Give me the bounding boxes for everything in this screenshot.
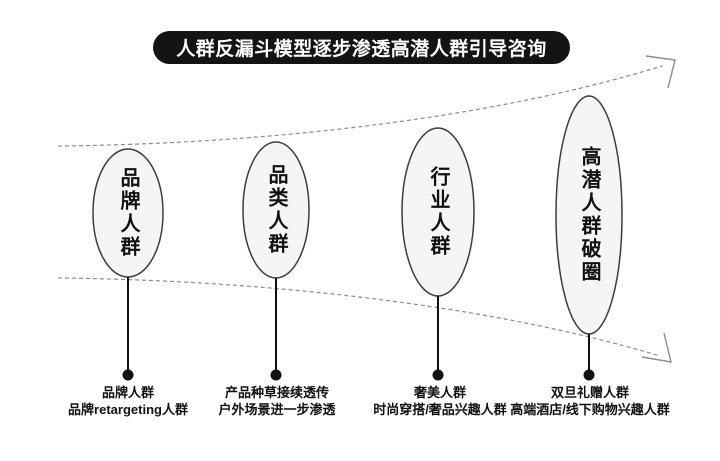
caption-line: 户外场景进一步渗透: [218, 402, 336, 417]
stage-dot: [122, 369, 134, 381]
stage-caption-brand: 品牌人群 品牌retargeting人群: [68, 384, 188, 418]
arrow-down-right-icon: [641, 332, 672, 363]
caption-line: 奢美人群: [413, 385, 466, 400]
title-text: 人群反漏斗模型逐步渗透高潜人群引导咨询: [176, 39, 547, 60]
stage-dot: [583, 369, 595, 381]
bubble-label-brand: 品牌人群: [117, 167, 139, 259]
bubble-label-industry: 行业人群: [427, 166, 449, 258]
stage-dot: [270, 369, 282, 381]
stage-caption-category: 产品种草接续透传 户外场景进一步渗透: [218, 384, 335, 418]
caption-line: 品牌retargeting人群: [68, 402, 188, 417]
caption-line: 时尚穿搭/奢品兴趣人群: [373, 402, 507, 417]
funnel-dashed-line-bottom: [57, 277, 661, 357]
caption-line: 高端酒店/线下购物兴趣人群: [510, 402, 670, 417]
bubble-label-high-potential: 高潜人群破圈: [578, 146, 600, 284]
stage-caption-high-potential: 双旦礼赠人群 高端酒店/线下购物兴趣人群: [510, 384, 670, 418]
caption-line: 双旦礼赠人群: [550, 385, 629, 400]
title-banner: 人群反漏斗模型逐步渗透高潜人群引导咨询: [153, 31, 570, 64]
caption-line: 品牌人群: [101, 385, 154, 400]
bubble-label-category: 品类人群: [265, 164, 287, 256]
caption-line: 产品种草接续透传: [224, 385, 330, 400]
arrow-up-right-icon: [645, 55, 676, 89]
stage-caption-industry: 奢美人群 时尚穿搭/奢品兴趣人群: [373, 384, 507, 418]
stage-dot: [432, 369, 444, 381]
